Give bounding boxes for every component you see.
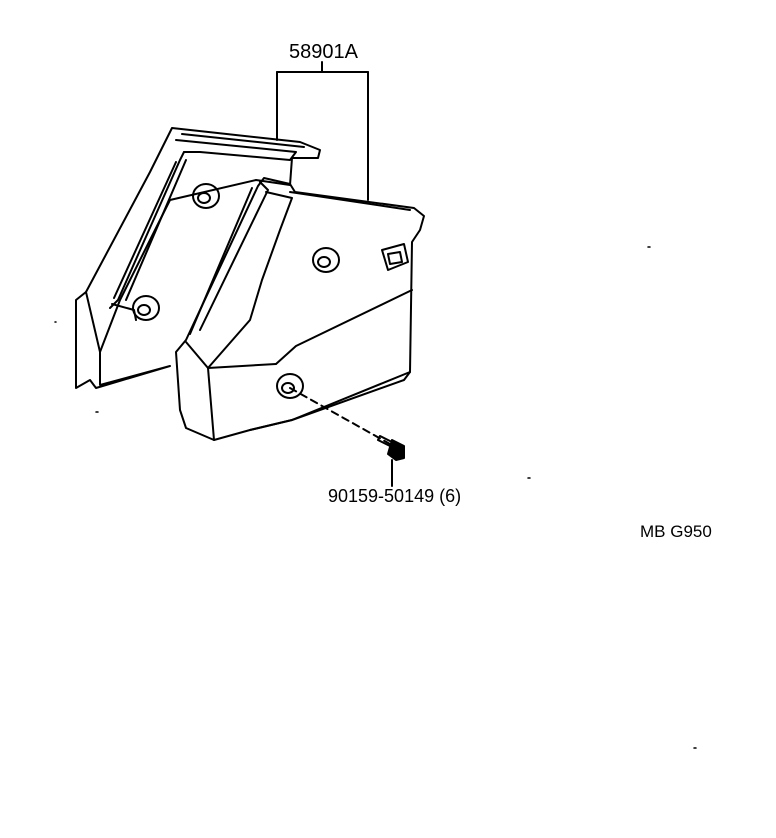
part-number-leader [276, 61, 369, 201]
rear-trim-panel [75, 127, 321, 389]
part-number-label: 58901A [289, 41, 358, 63]
fastener-path [289, 387, 391, 445]
reference-code-label: MB G950 [640, 522, 712, 541]
bolt-icon [377, 435, 405, 487]
front-trim-panel [175, 177, 425, 441]
bolt-part-number-label: 90159-50149 (6) [328, 486, 462, 506]
scan-speck [54, 246, 697, 749]
